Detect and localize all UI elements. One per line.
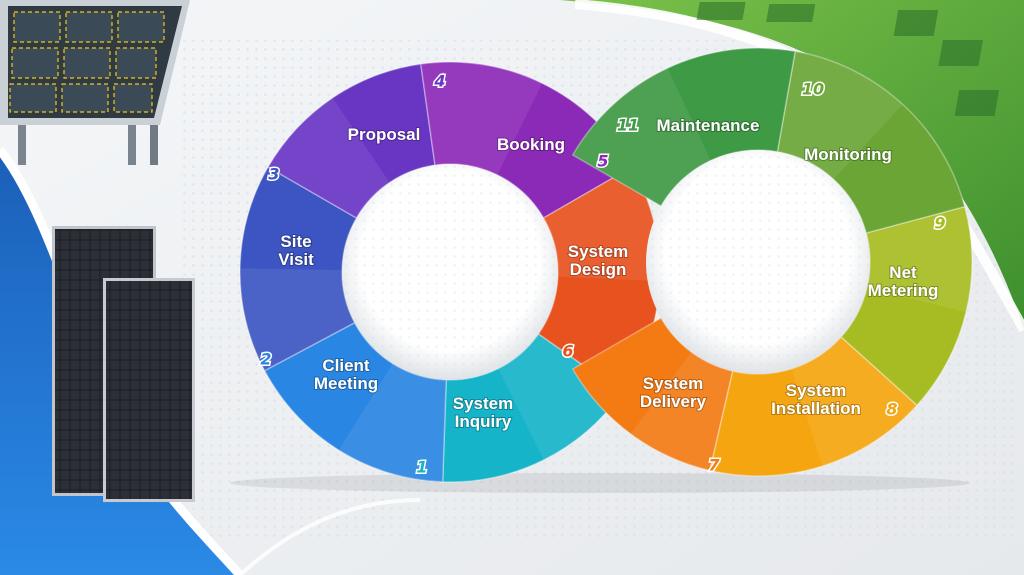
stage-number-7: 7 <box>708 456 720 475</box>
green-field-swoosh <box>560 0 1024 330</box>
stage-number-9: 9 <box>934 214 945 233</box>
stage-number-11: 11 <box>617 116 639 135</box>
stage-number-5: 5 <box>597 152 608 171</box>
diagram-shadow <box>230 473 970 493</box>
segment-facet-1 <box>498 333 622 460</box>
segment-facet-8 <box>791 336 917 467</box>
stage-number-3: 3 <box>268 165 279 184</box>
solar-panel-mount-icon <box>0 0 190 165</box>
segment-facet-11 <box>572 68 711 206</box>
solar-module-icon <box>52 226 195 502</box>
stage-numbers: 1 2 3 4 5 6 7 8 9 10 11 <box>259 70 947 478</box>
segment-facet-4 <box>268 97 390 218</box>
ring-segments <box>239 47 973 483</box>
stage-number-10: 10 <box>802 80 824 99</box>
stage-number-6: 6 <box>562 342 573 361</box>
segment-facet-6 <box>543 167 661 282</box>
stage-label-10: Monitoring <box>804 145 892 164</box>
stage-number-2: 2 <box>260 350 271 369</box>
segment-facet-5 <box>420 61 543 175</box>
stage-number-8: 8 <box>886 400 897 419</box>
segment-facet-7 <box>630 352 733 471</box>
stage-label-11: Maintenance <box>657 116 760 135</box>
segment-facet-10 <box>777 51 903 180</box>
field-panels-icon <box>696 2 1000 116</box>
segment-facet-9 <box>866 206 973 312</box>
stage-number-4: 4 <box>433 72 445 91</box>
stage-label-5: Booking <box>497 135 565 154</box>
stage-number-1: 1 <box>416 458 427 477</box>
stage-label-4: Proposal <box>348 125 421 144</box>
segment-facet-2 <box>338 363 447 482</box>
segment-facet-3 <box>239 268 355 371</box>
